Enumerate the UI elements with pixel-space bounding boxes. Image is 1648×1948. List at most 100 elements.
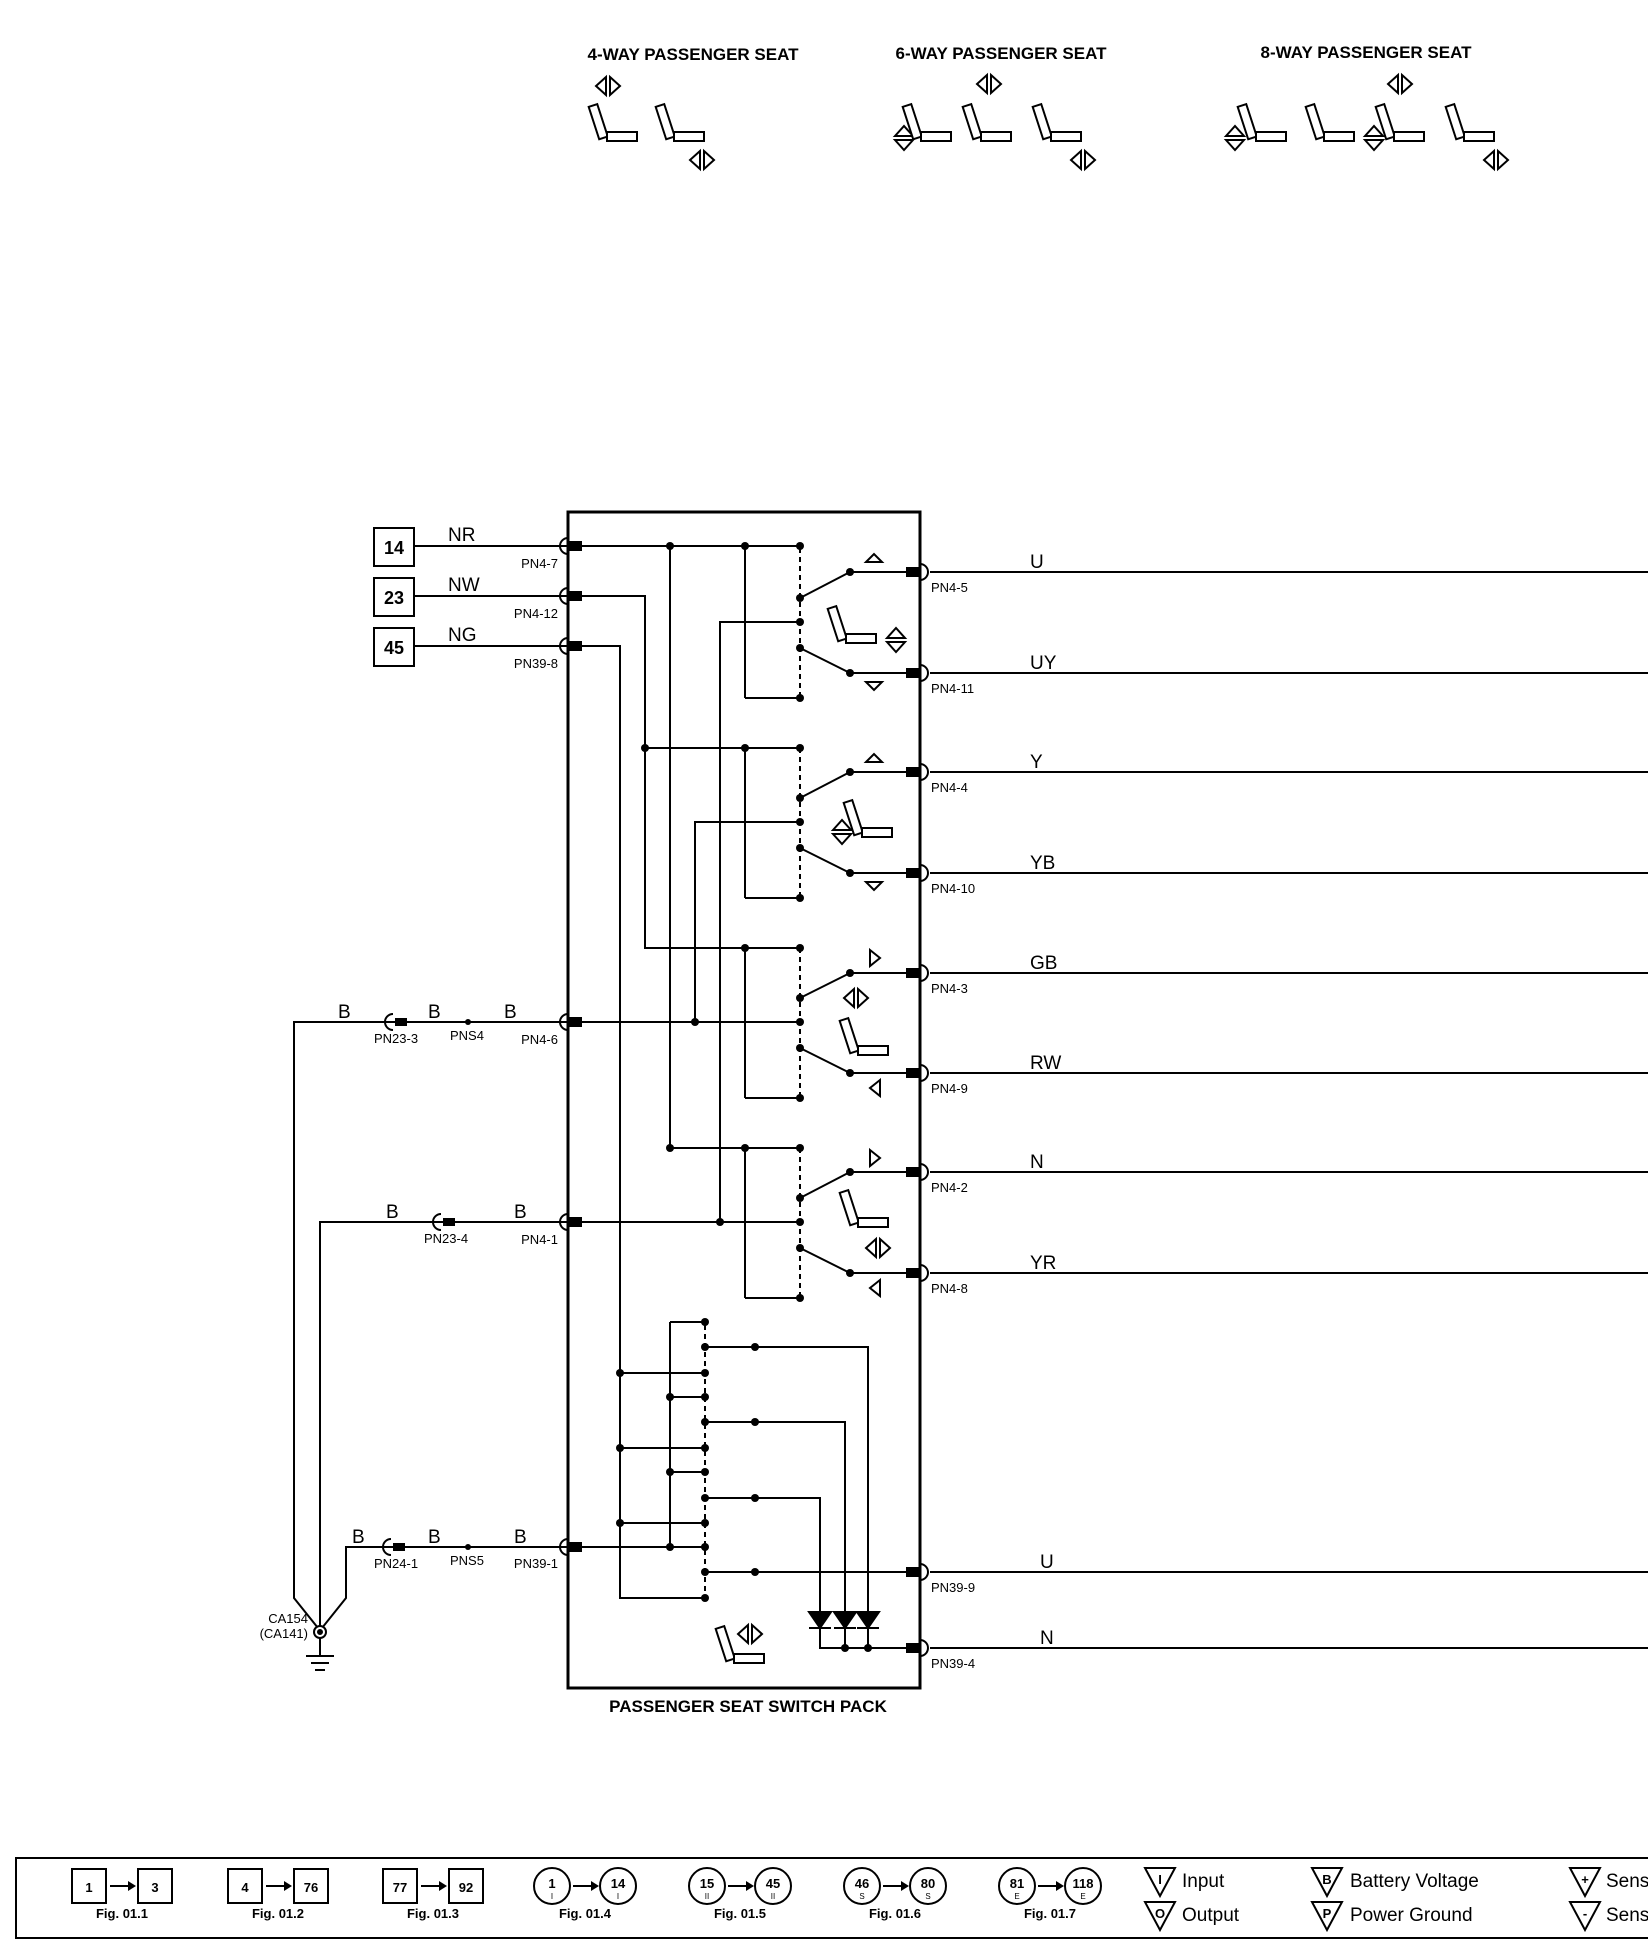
wire-label: Y <box>1030 752 1043 773</box>
fig-label: Fig. 01.5 <box>714 1906 766 1921</box>
arrow-down-icon <box>863 881 885 892</box>
seat-icon <box>961 103 1012 142</box>
ref-sub-label: E <box>1080 1892 1085 1901</box>
switch-lumbar <box>704 1325 920 1649</box>
ref-box <box>373 627 415 667</box>
pin-label: PN4-2 <box>931 1180 968 1195</box>
wire-label: B <box>352 1527 365 1548</box>
ref-to-label: 118 <box>1073 1876 1094 1891</box>
seat-icon <box>1444 103 1495 142</box>
heading-8way: 8-WAY PASSENGER SEAT <box>1261 43 1473 62</box>
seat-icon <box>654 103 705 142</box>
wire-label: B <box>514 1202 527 1223</box>
legend-label: Input <box>1182 1871 1225 1892</box>
wire-label: U <box>1030 552 1044 573</box>
connector-label: PN23-4 <box>424 1231 468 1246</box>
ref-sub-label: I <box>551 1892 553 1901</box>
wire-label: B <box>338 1002 351 1023</box>
ref-circle <box>1064 1867 1102 1905</box>
seat-icon <box>826 605 877 644</box>
pin-label: PN4-1 <box>521 1232 558 1247</box>
seat-config-8way: 8-WAY PASSENGER SEAT <box>1225 43 1509 170</box>
wire-label: N <box>1030 1152 1044 1173</box>
output-symbol-icon <box>1143 1901 1177 1933</box>
connector-label: PN23-3 <box>374 1031 418 1046</box>
ref-from-label: 46 <box>855 1876 869 1891</box>
arrow-up-icon <box>863 752 885 763</box>
fig-label: Fig. 01.6 <box>869 1906 921 1921</box>
sensor-negative-symbol-icon <box>1568 1901 1602 1933</box>
arrow-right-icon <box>439 1881 447 1891</box>
pin-label: PN4-3 <box>931 981 968 996</box>
wire-label: B <box>386 1202 399 1223</box>
ref-box <box>293 1868 329 1904</box>
wire-label: GB <box>1030 953 1057 974</box>
pin-label: PN4-6 <box>521 1032 558 1047</box>
pin-label: PN4-8 <box>931 1281 968 1296</box>
wire-label: NW <box>448 575 480 596</box>
arrow-right-icon <box>869 1147 882 1169</box>
switch-junction-dots <box>616 542 872 1652</box>
ref-circle <box>998 1867 1036 1905</box>
wire-label: B <box>514 1527 527 1548</box>
splice-label: PNS4 <box>450 1028 484 1043</box>
switch-fore-aft <box>799 948 920 1098</box>
fore-aft-arrow-icon <box>1387 74 1413 94</box>
pin-label: PN4-9 <box>931 1081 968 1096</box>
ref-circle <box>533 1867 571 1905</box>
legend-label: Sens <box>1606 1871 1648 1892</box>
seat-icon <box>838 1017 889 1056</box>
seat-config-4way: 4-WAY PASSENGER SEAT <box>588 45 799 170</box>
height-arrow-icon <box>1364 125 1384 151</box>
input-wires: 14 NR PN4-7 23 NW PN4-12 45 NG PN39-8 <box>373 525 568 671</box>
arrow-left-icon <box>868 1277 881 1299</box>
switch-glyphs <box>714 552 906 1664</box>
pin-label: PN39-8 <box>514 656 558 671</box>
ground-point-label: CA154 <box>268 1611 308 1626</box>
fore-aft-arrow-icon <box>595 76 621 96</box>
arrow-left-icon <box>868 1077 881 1099</box>
wire-label: U <box>1040 1552 1054 1573</box>
ref-circle <box>909 1867 947 1905</box>
ref-from-label: 4 <box>241 1880 249 1895</box>
ref-to-label: 76 <box>304 1880 318 1895</box>
fore-aft-arrow-icon <box>1070 150 1096 170</box>
ref-to-label: 80 <box>921 1876 935 1891</box>
switch-pack-label: PASSENGER SEAT SWITCH PACK <box>609 1697 887 1716</box>
pin-label: PN4-7 <box>521 556 558 571</box>
fore-aft-arrow-icon <box>976 74 1002 94</box>
wire-label: B <box>504 1002 517 1023</box>
legend-label: Power Ground <box>1350 1905 1473 1926</box>
pin-label: PN4-5 <box>931 580 968 595</box>
ref-box <box>448 1868 484 1904</box>
fore-aft-arrow-icon <box>865 1238 891 1258</box>
wire-label: RW <box>1030 1053 1061 1074</box>
ground-point-alt-label: (CA141) <box>260 1626 308 1641</box>
ref-to-label: 14 <box>611 1876 626 1891</box>
seat-icon <box>1031 103 1082 142</box>
ref-circle <box>688 1867 726 1905</box>
symbol-glyph: O <box>1155 1906 1165 1921</box>
wire-label: NG <box>448 625 477 646</box>
arrow-right-icon <box>284 1881 292 1891</box>
arrow-right-icon <box>1056 1881 1064 1891</box>
height-arrow-icon <box>1225 125 1245 151</box>
fore-aft-arrow-icon <box>737 1624 763 1644</box>
ref-sub-label: S <box>925 1892 930 1901</box>
output-labels: PN4-5 U PN4-11 UY PN4-4 Y PN4-10 YB PN4-… <box>931 552 1061 1671</box>
ref-box <box>71 1868 107 1904</box>
pin-label: PN4-4 <box>931 780 968 795</box>
arrow-right-icon <box>901 1881 909 1891</box>
pin-label: PN4-12 <box>514 606 558 621</box>
ref-sub-label: II <box>705 1892 709 1901</box>
symbol-glyph: - <box>1583 1906 1587 1921</box>
symbol-glyph: + <box>1581 1872 1589 1887</box>
ref-circle <box>843 1867 881 1905</box>
symbol-glyph: I <box>1158 1872 1162 1887</box>
legend-label: Battery Voltage <box>1350 1871 1479 1892</box>
arrow-right-icon <box>128 1881 136 1891</box>
